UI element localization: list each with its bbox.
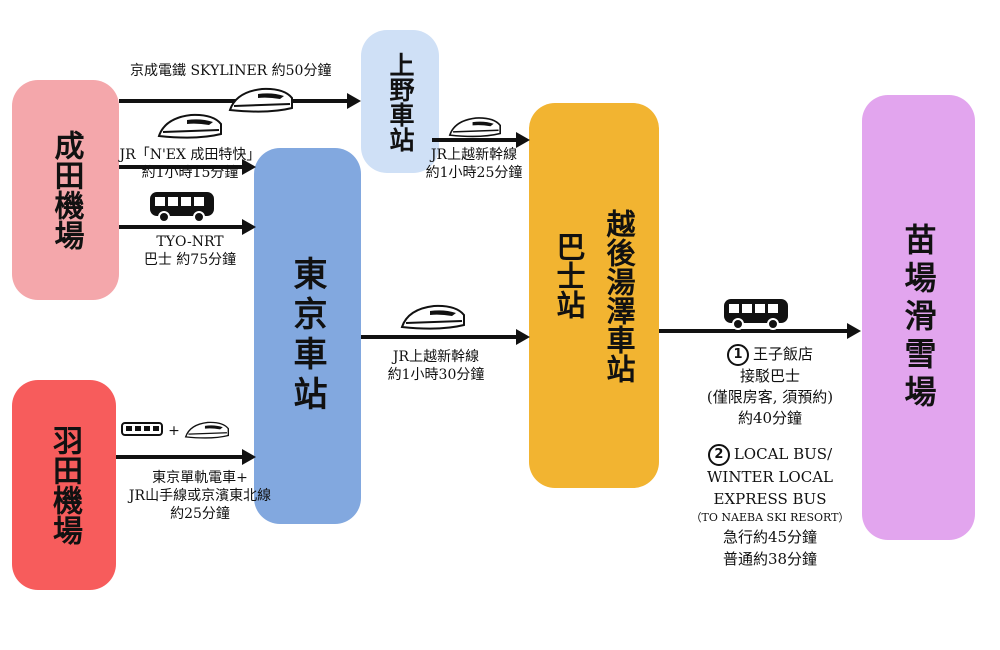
option-1-line1: 王子飯店 <box>752 345 813 363</box>
nex-label-line1: JR「N'EX 成田特快」 <box>119 147 261 163</box>
tyo-nrt-bus-arrow <box>119 219 256 235</box>
skyliner-label: 京成電鐵 SKYLINER 約50分鐘 <box>130 63 332 79</box>
haneda-airport-label: 羽田機場 <box>47 425 82 545</box>
shinkansen-icon <box>157 113 222 139</box>
ueno-shinkansen-label-line2: 約1小時25分鐘 <box>425 165 523 181</box>
echigo-bus-station-label: 巴士站 <box>552 232 586 319</box>
haneda-plus-sign: + <box>168 423 180 439</box>
nex-arrow <box>119 159 256 175</box>
bus-icon <box>724 299 788 330</box>
option-2-line2: WINTER LOCAL <box>706 468 833 486</box>
tokyo-shinkansen-label-line2: 約1小時30分鐘 <box>387 367 485 383</box>
nex-label: JR「N'EX 成田特快」 約1小時15分鐘 <box>110 146 270 182</box>
ueno-shinkansen-arrow <box>432 132 530 148</box>
monorail-icon <box>121 422 163 436</box>
tyo-nrt-bus-label: TYO-NRT 巴士 約75分鐘 <box>130 233 250 269</box>
option-1-line4: 約40分鐘 <box>737 409 803 427</box>
ueno-station-box: 上野車站 <box>361 30 439 173</box>
option-2-number-icon: 2 <box>707 444 730 466</box>
tokyo-shinkansen-label: JR上越新幹線 約1小時30分鐘 <box>366 348 506 384</box>
shinkansen-icon <box>400 304 465 330</box>
haneda-airport-box: 羽田機場 <box>12 380 116 590</box>
shinkansen-icon <box>228 87 293 113</box>
option-2-line3: EXPRESS BUS <box>713 490 827 508</box>
narita-airport-label: 成田機場 <box>48 130 84 250</box>
tokyo-shinkansen-label-line1: JR上越新幹線 <box>392 349 480 365</box>
option-1-line3: (僅限房客, 須預約) <box>706 388 834 406</box>
haneda-route-label-line3: 約25分鐘 <box>170 506 230 522</box>
tokyo-station-box: 東京車站 <box>254 148 361 524</box>
haneda-route-label-line1: 東京單軌電車+ <box>152 470 248 486</box>
tokyo-station-label: 東京車站 <box>287 256 327 416</box>
echigo-yuzawa-station-box: 越後湯澤車站 巴士站 <box>529 103 659 488</box>
haneda-route-label: 東京單軌電車+ JR山手線或京濱東北線 約25分鐘 <box>110 469 290 523</box>
bus-icon <box>150 192 214 223</box>
tyo-nrt-bus-label-line1: TYO-NRT <box>156 234 224 250</box>
naeba-ski-resort-label: 苗場滑雪場 <box>899 222 938 413</box>
narita-airport-box: 成田機場 <box>12 80 119 300</box>
ueno-shinkansen-label: JR上越新幹線 約1小時25分鐘 <box>412 146 536 182</box>
option-2-line1: LOCAL BUS/ <box>733 445 833 463</box>
tokyo-shinkansen-arrow <box>361 329 530 345</box>
ueno-station-label: 上野車站 <box>386 51 415 152</box>
option-2-line5: 急行約45分鐘 <box>722 528 818 546</box>
shinkansen-icon <box>184 421 229 439</box>
nex-label-line2: 約1小時15分鐘 <box>141 165 239 181</box>
naeba-bus-arrow <box>659 323 861 339</box>
option-2-line4: （TO NAEBA SKI RESORT） <box>690 511 850 524</box>
echigo-yuzawa-station-label: 越後湯澤車站 <box>602 208 636 383</box>
shinkansen-icon <box>448 117 501 138</box>
haneda-route-label-line2: JR山手線或京濱東北線 <box>128 488 272 504</box>
naeba-ski-resort-box: 苗場滑雪場 <box>862 95 975 540</box>
option-1-line2: 接駁巴士 <box>739 367 800 385</box>
haneda-arrow <box>116 449 256 465</box>
option-1-number-icon: 1 <box>726 344 749 366</box>
ueno-shinkansen-label-line1: JR上越新幹線 <box>430 147 518 163</box>
tyo-nrt-bus-label-line2: 巴士 約75分鐘 <box>143 252 237 268</box>
option-2-line6: 普通約38分鐘 <box>722 550 818 568</box>
